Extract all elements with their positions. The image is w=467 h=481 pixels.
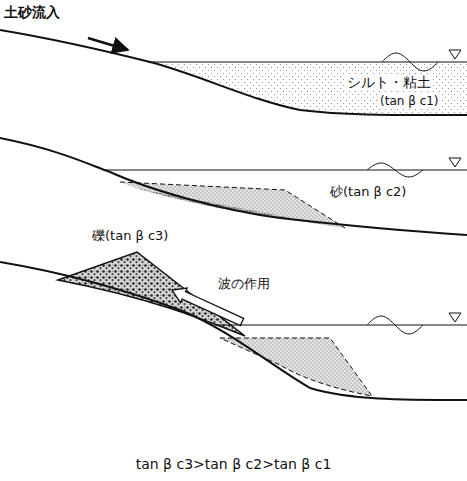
inflow-arrow [88, 38, 128, 50]
water-level-mark [449, 158, 461, 167]
label-text: 波の作用 [218, 276, 270, 292]
label-text: 礫(tan β c3) [92, 228, 168, 244]
seabed-profile [0, 138, 467, 235]
water-level-mark [449, 313, 461, 322]
water-surface [148, 62, 467, 63]
label-text: tan β c3>tan β c2>tan β c1 [0, 456, 467, 473]
label-text: (tan β c1) [378, 94, 441, 108]
gravel-berm [58, 252, 245, 336]
water-surface [105, 170, 467, 171]
wave-symbol [367, 316, 423, 334]
wave-symbol [367, 163, 423, 177]
seabed-profile [0, 30, 467, 115]
water-level-mark [449, 50, 461, 59]
wave-action-arrow [172, 288, 244, 326]
label-text: シルト・粘土 [345, 74, 433, 91]
water-surface [215, 325, 467, 326]
seabed-profile [0, 262, 467, 400]
sand-remnant [220, 338, 372, 396]
label-text: 土砂流入 [4, 4, 60, 21]
wave-symbol [382, 53, 438, 71]
label-text: 砂(tan β c2) [330, 184, 406, 200]
